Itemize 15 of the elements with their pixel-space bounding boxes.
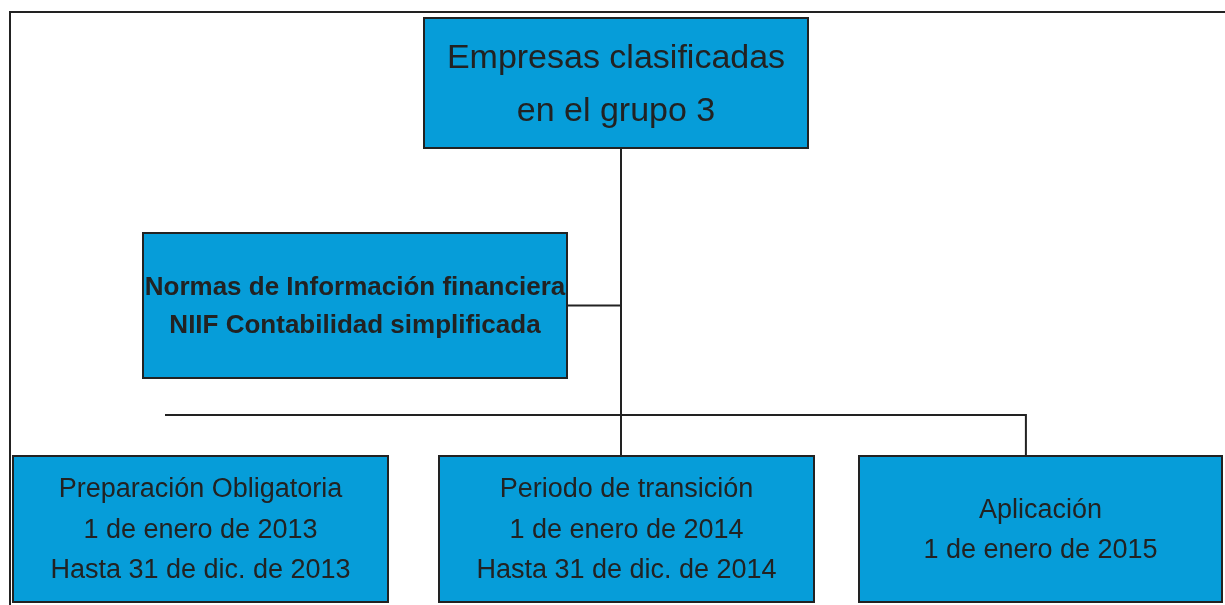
box-text: Empresas clasificadas en el grupo 3 bbox=[445, 36, 787, 130]
box-text: Hasta 31 de dic. de 2014 bbox=[476, 553, 777, 587]
box-text: Aplicación bbox=[978, 492, 1103, 526]
process-box bbox=[142, 232, 568, 379]
box-text: Normas de Información financiera NIIF Contabilidad simplificada bbox=[144, 269, 566, 341]
process-box bbox=[12, 455, 389, 603]
box-text: 1 de enero de 2013 bbox=[83, 512, 318, 546]
box-text: 1 de enero de 2014 bbox=[509, 512, 744, 546]
process-box bbox=[423, 17, 809, 149]
process-box bbox=[438, 455, 815, 603]
box-text: Preparación Obligatoria bbox=[58, 472, 343, 506]
process-box bbox=[858, 455, 1223, 603]
box-text: Hasta 31 de dic. de 2013 bbox=[50, 553, 351, 587]
box-text: Periodo de transición bbox=[499, 472, 754, 506]
box-text: 1 de enero de 2015 bbox=[923, 533, 1158, 566]
